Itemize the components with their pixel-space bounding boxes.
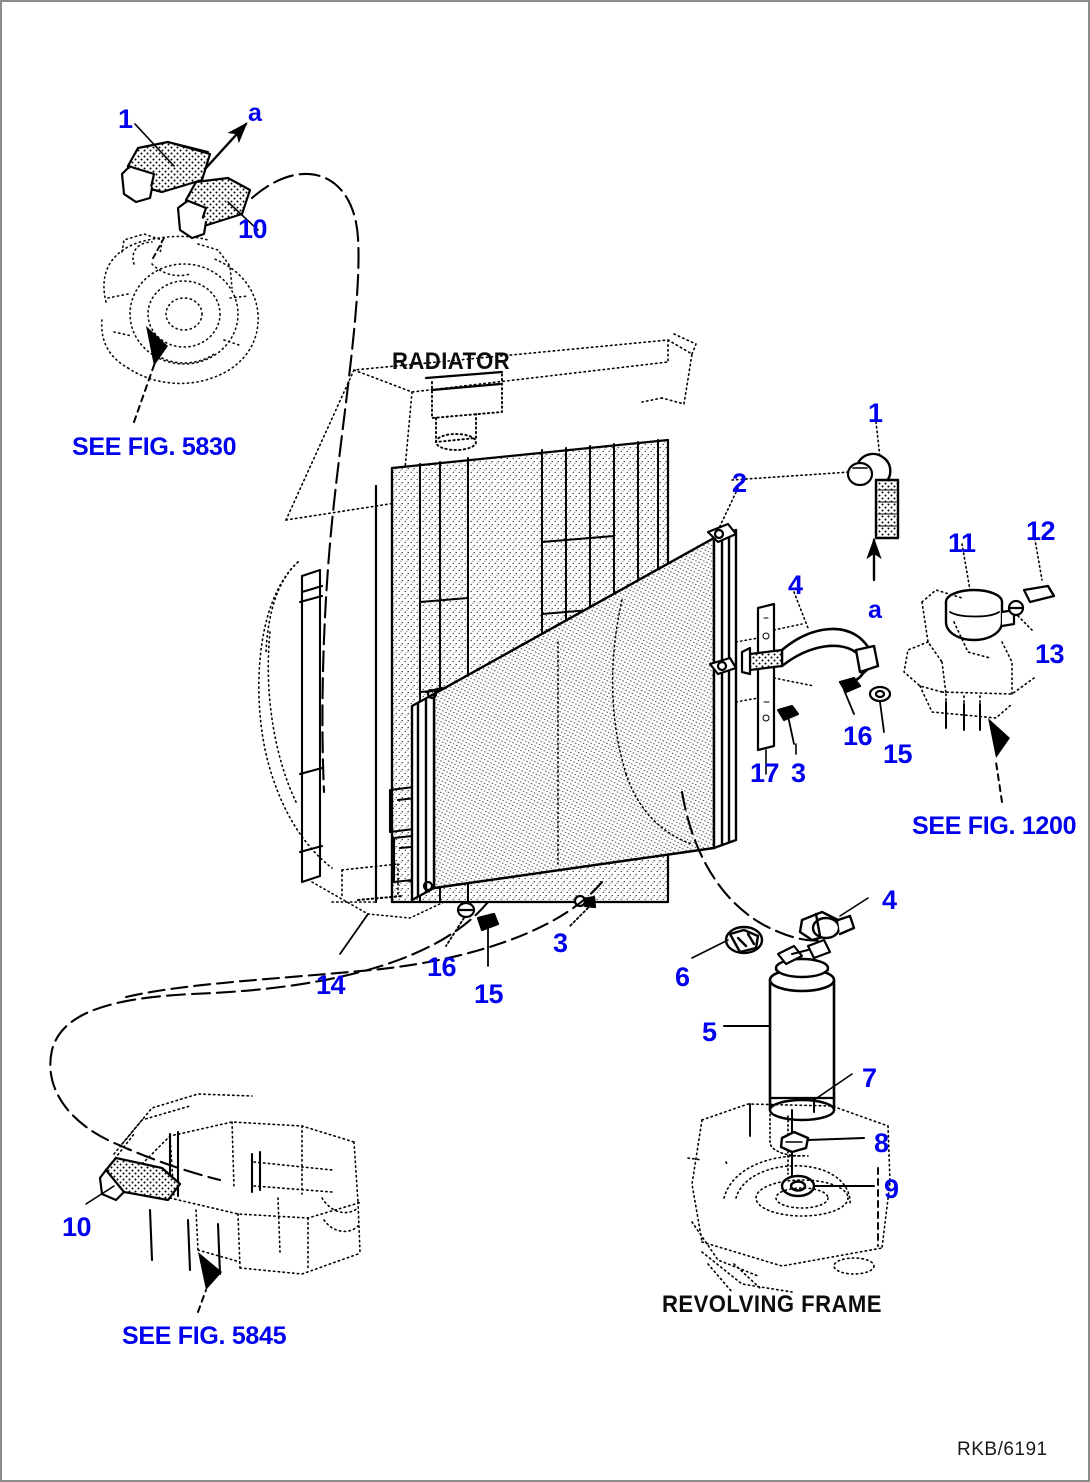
cap-11 (944, 588, 1016, 642)
callout-3-lower[interactable]: 3 (553, 928, 568, 958)
callout-3-right[interactable]: 3 (791, 758, 806, 788)
condenser-assembly (410, 487, 739, 902)
callout-15-right[interactable]: 15 (883, 739, 913, 769)
callout-15-lower[interactable]: 15 (474, 979, 504, 1009)
callout-14[interactable]: 14 (316, 970, 346, 1000)
leader-13 (1017, 615, 1035, 633)
leader-12 (1033, 533, 1043, 581)
washer-15-right (868, 685, 892, 733)
callout-2[interactable]: 2 (732, 468, 747, 498)
revolving-frame-ghost (687, 1103, 891, 1293)
leader-4-lower (839, 897, 869, 917)
bolt-3-right (776, 704, 800, 745)
washer-9 (780, 1174, 816, 1198)
arrow-a-top (204, 122, 248, 170)
bolt-12 (1007, 584, 1056, 617)
callout-11[interactable]: 11 (948, 528, 976, 558)
section-label-revolving-frame: REVOLVING FRAME (662, 1291, 882, 1318)
see-fig-5830-label[interactable]: SEE FIG. 5830 (72, 433, 237, 461)
callout-8[interactable]: 8 (874, 1128, 889, 1158)
fitting-6 (724, 925, 764, 955)
callout-a-top[interactable]: a (248, 99, 262, 127)
leader-10-bottom (85, 1185, 115, 1205)
callout-9[interactable]: 9 (884, 1174, 899, 1204)
washer-15-lower (476, 912, 500, 967)
bolt-3-lower (569, 894, 597, 927)
hose-condenser-to-receiver (680, 790, 824, 942)
bracket-17 (756, 602, 776, 752)
callout-16-right[interactable]: 16 (843, 721, 873, 751)
see-fig-5845-label[interactable]: SEE FIG. 5845 (122, 1322, 287, 1350)
callout-1-top[interactable]: 1 (118, 104, 133, 134)
hose-condenser-to-frame (49, 900, 490, 1182)
leader-14 (339, 913, 369, 955)
hose-fitting-1-right (846, 452, 900, 540)
compressor-ghost (101, 233, 259, 385)
callout-17[interactable]: 17 (750, 758, 780, 788)
callout-13[interactable]: 13 (1035, 639, 1065, 669)
receiver-drier (768, 938, 836, 1183)
frame-ghost-bottom-left (105, 1093, 363, 1275)
callout-10-bottom[interactable]: 10 (62, 1212, 92, 1242)
callout-16-lower[interactable]: 16 (427, 952, 457, 982)
callout-10-top[interactable]: 10 (238, 214, 268, 244)
bolt-16-lower (445, 901, 476, 947)
leader-4-upper (793, 591, 809, 629)
pipe-4-upper (740, 627, 880, 682)
section-label-radiator: RADIATOR (392, 348, 511, 375)
see-fig-1200-label[interactable]: SEE FIG. 1200 (912, 812, 1077, 840)
callout-4-lower[interactable]: 4 (882, 885, 897, 915)
callout-7[interactable]: 7 (862, 1063, 877, 1093)
callout-6[interactable]: 6 (675, 962, 690, 992)
hose-fitting-10-top (176, 176, 252, 240)
callout-a-right[interactable]: a (868, 596, 882, 624)
hose-compressor-to-condenser (250, 172, 360, 794)
callout-1-right[interactable]: 1 (868, 398, 883, 428)
leader-8 (807, 1137, 865, 1141)
nut-8 (779, 1130, 810, 1154)
callout-4-upper[interactable]: 4 (788, 570, 803, 600)
leader-11 (961, 543, 971, 591)
leader-7 (813, 1073, 853, 1101)
fitting-4-lower (798, 910, 856, 942)
hose-sweep-outer (120, 880, 604, 1000)
leader-1-right (875, 421, 881, 459)
callout-12[interactable]: 12 (1026, 516, 1056, 546)
bolt-16-right (838, 676, 862, 715)
page-code: RKB/6191 (957, 1439, 1048, 1460)
callout-5[interactable]: 5 (702, 1017, 717, 1047)
leader-6 (691, 939, 729, 959)
hose-fitting-10-bottom (98, 1156, 182, 1202)
leader-1-top (134, 123, 175, 167)
leader-10-top (227, 201, 259, 231)
